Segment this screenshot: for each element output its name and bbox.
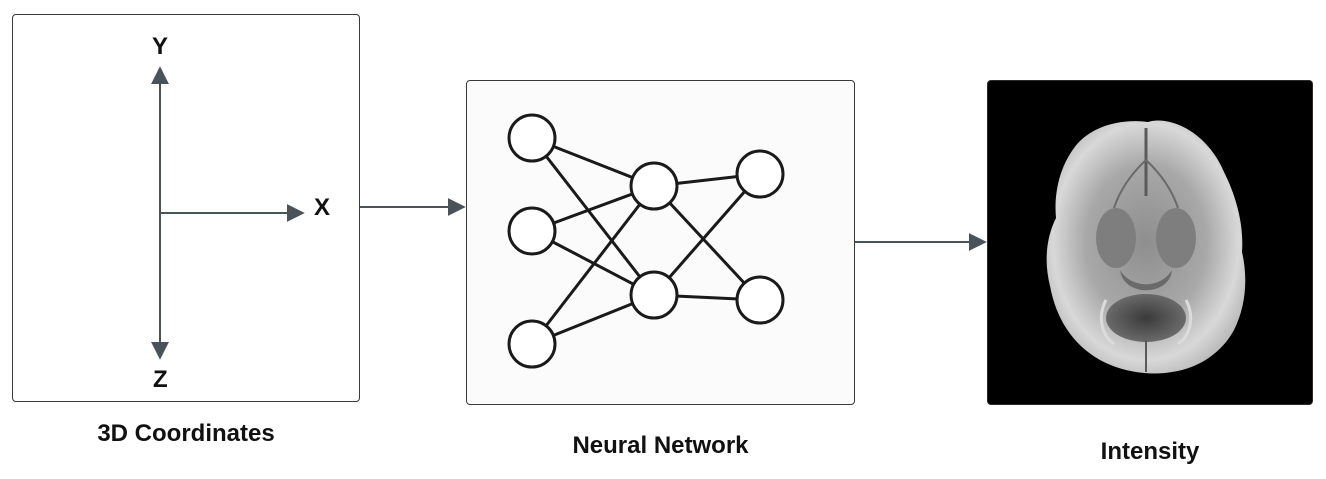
network-nodes [507, 113, 785, 369]
x-axis-label: X [314, 194, 331, 221]
coordinate-axes [151, 66, 305, 360]
brain-outline [1046, 120, 1246, 374]
coordinates-caption: 3D Coordinates [97, 420, 275, 447]
z-axis-label: Z [153, 366, 168, 393]
output-node [735, 149, 785, 199]
brain-mri-image [1046, 120, 1246, 374]
neural-network-caption: Neural Network [572, 432, 749, 459]
input-node [507, 206, 557, 256]
intensity-caption: Intensity [1100, 438, 1200, 465]
input-node [507, 319, 557, 369]
y-axis-label: Y [152, 33, 169, 60]
hidden-node [629, 270, 679, 320]
hidden-node [629, 161, 679, 211]
input-node [507, 113, 557, 163]
output-node [735, 275, 785, 325]
